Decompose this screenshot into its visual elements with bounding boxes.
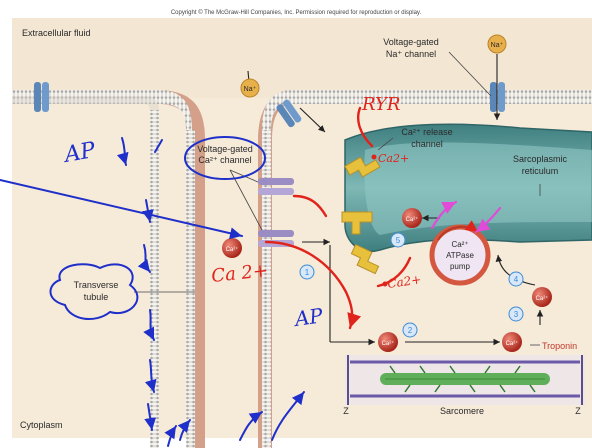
handwritten-blue-strokes [0,136,305,447]
sarcolemma-right [290,90,592,104]
svg-text:4: 4 [514,275,519,284]
thin-filaments [350,360,580,398]
t-tubule-curve-left [162,90,192,130]
release-channel-label-line1: Ca²⁺ release [401,127,452,137]
pump-label-line3: pump [450,262,471,271]
left-membrane-vertical [150,110,159,448]
ca-ion-release: Ca²⁺ [402,208,422,228]
ca-ion-label: Ca²⁺ [506,340,519,347]
flow-arrows [246,54,544,346]
tubule-label-line2: tubule [84,292,109,302]
na-channel-label-line1: Voltage-gated [383,37,439,47]
ca-ion-return: Ca²⁺ [532,287,552,307]
handwritten-ca-release: Ca2+ [378,152,409,165]
sr-label-line1: Sarcoplasmic [513,154,568,164]
cytoplasm-label: Cytoplasm [20,420,63,430]
red-dot-bottom [382,281,388,287]
sarcomere-label: Sarcomere [440,406,484,416]
ca-ion-label: Ca²⁺ [536,295,549,302]
sarcolemma-left [12,90,162,104]
ca-ion-label: Ca²⁺ [382,340,395,347]
handwritten-ca-bottom: Ca2+ [386,272,422,291]
ca-ion-label: Ca²⁺ [406,216,419,223]
ca-channel-label-line1: Voltage-gated [197,144,253,154]
release-channel-label-line2: channel [411,139,443,149]
handwritten-ryr: RYR [361,94,400,115]
sr-lumen [364,142,592,235]
na-ion-label: Na⁺ [491,42,504,49]
red-dot-release [371,154,377,160]
ca-ion-cytoplasm: Ca²⁺ [378,332,398,352]
na-channel-tubule [276,99,302,128]
t-tubule-membrane-left [186,130,195,448]
na-channel-right [490,82,505,112]
copyright-notice: Copyright © The McGraw-Hill Companies, I… [171,9,422,16]
na-ion-label: Na⁺ [244,86,257,93]
pump-label-line1: Ca²⁺ [451,240,468,249]
handwritten-red-strokes [264,106,412,330]
tubule-label-line1: Transverse [74,280,119,290]
ca-ion-label: Ca²⁺ [226,246,239,253]
z-label-right: Z [575,406,581,416]
ca-ion-channel: Ca²⁺ [222,238,242,258]
na-channel-label-line2: Na⁺ channel [386,49,436,59]
handwritten-ap-left: AP [61,138,99,169]
step-badge-3: 3 [508,306,524,322]
troponin-label: Troponin [542,341,577,351]
step-badge-1: 1 [299,264,315,280]
ca-ion-troponin: Ca²⁺ [502,332,522,352]
step-badge-4: 4 [508,271,524,287]
svg-text:3: 3 [514,310,519,319]
t-tubule-membrane-right [262,130,271,448]
na-ion-tubule: Na⁺ [240,78,260,98]
ca-channel-label-line2: Ca²⁺ channel [198,155,251,165]
handwritten-pink-strokes [430,200,502,234]
step-badge-2: 2 [402,322,418,338]
na-ion-top-right: Na⁺ [487,34,507,54]
pump-label-line2: ATPase [446,251,474,260]
extracellular-label: Extracellular fluid [22,28,91,38]
z-label-left: Z [343,406,349,416]
thick-filament [380,365,550,393]
svg-text:1: 1 [305,268,310,277]
step-badge-5: 5 [390,232,406,248]
na-channel-left [34,82,49,112]
sr-label-line2: reticulum [522,166,559,176]
svg-text:5: 5 [396,236,401,245]
t-tubule-curve-right [262,90,290,130]
handwritten-ap-mid: AP [291,303,324,331]
svg-text:2: 2 [408,326,413,335]
ryr-channels [341,156,381,275]
pump-ring-arrow [437,220,479,241]
ca-channel-upper [258,178,294,195]
